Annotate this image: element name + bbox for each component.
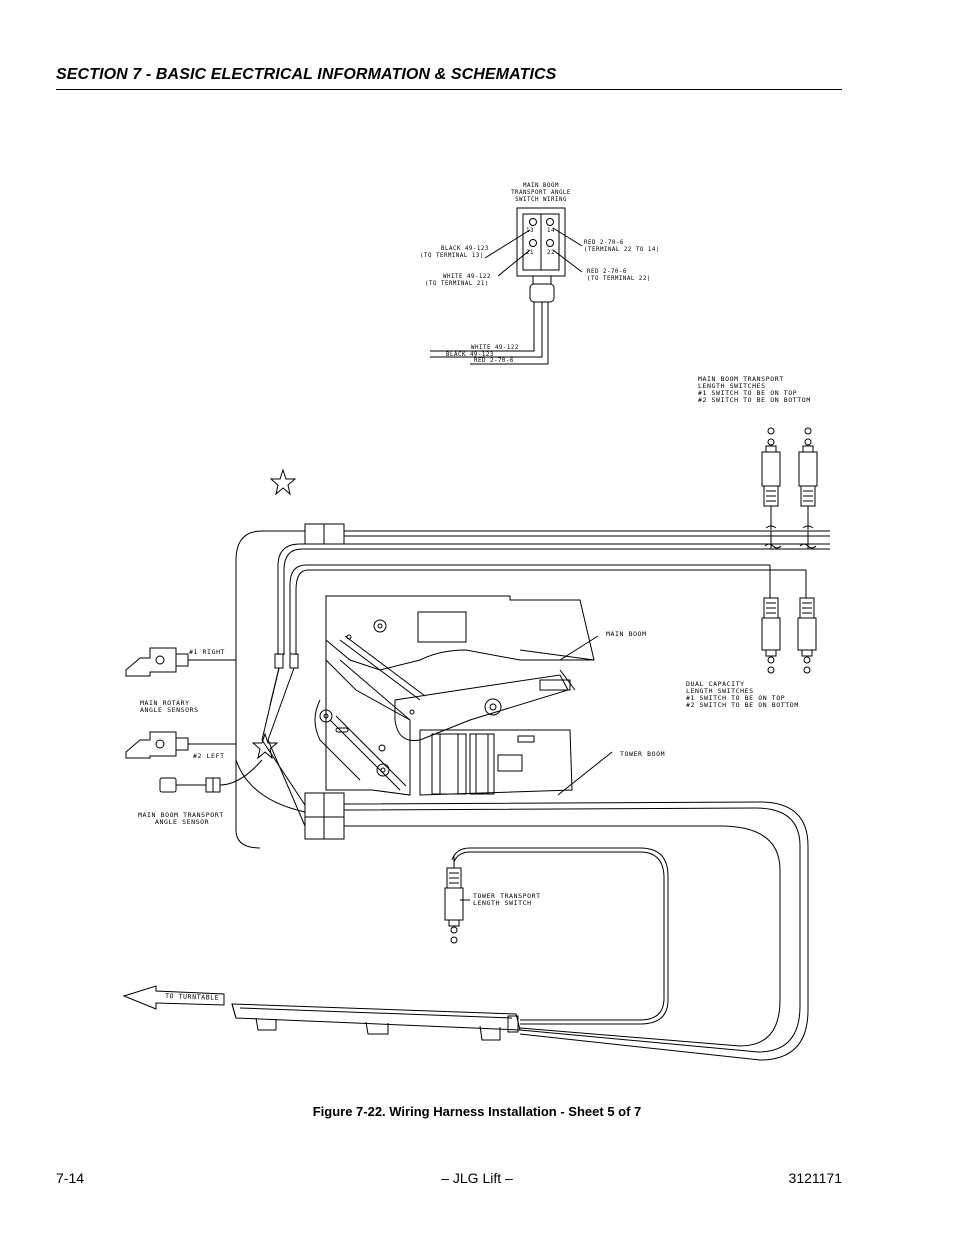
terminal-14: 14 <box>547 228 555 234</box>
switch-wiring-title-3: SWITCH WIRING <box>515 197 567 203</box>
tower-boom-label: TOWER BOOM <box>620 750 665 758</box>
white-wire-label-1: WHITE 49-122 <box>443 274 491 280</box>
footer-brand: – JLG Lift – <box>441 1170 513 1186</box>
red-wire-1-label-1: RED 2-70-6 <box>584 240 624 246</box>
transport-length-switch-2 <box>798 427 818 530</box>
dual-capacity-label-1: DUAL CAPACITY <box>686 680 745 688</box>
right-sensor-label: #1 RIGHT <box>189 648 225 656</box>
terminal-21: 21 <box>526 250 534 256</box>
main-boom-label: MAIN BOOM <box>606 630 647 638</box>
white-wire-label-2: (TO TERMINAL 21) <box>425 281 489 287</box>
lead-red-label: RED 2-70-6 <box>474 358 514 364</box>
tower-switch-label-1: TOWER TRANSPORT <box>473 892 541 900</box>
red-wire-2-label-1: RED 2-70-6 <box>587 269 627 275</box>
dual-capacity-switch-1 <box>761 565 781 674</box>
black-wire-label-1: BLACK 49-123 <box>441 246 489 252</box>
switch-wiring-title-2: TRANSPORT ANGLE <box>511 190 571 196</box>
section-title: SECTION 7 - BASIC ELECTRICAL INFORMATION… <box>56 66 557 83</box>
rotary-sensors-label-1: MAIN ROTARY <box>140 699 190 707</box>
arrow-left-icon <box>122 985 225 1010</box>
rotary-sensor-right <box>125 647 236 677</box>
transport-sensor-label-1: MAIN BOOM TRANSPORT <box>138 811 224 819</box>
angle-switch-detail <box>430 207 583 365</box>
header-divider <box>56 89 842 90</box>
dual-capacity-switch-2 <box>797 570 817 674</box>
boom-structure <box>314 595 613 796</box>
red-wire-2-label-2: (TO TERMINAL 22) <box>587 276 651 282</box>
diagram-labels: MAIN BOOM TRANSPORT ANGLE SWITCH WIRING … <box>138 183 811 1002</box>
left-sensor-label: #2 LEFT <box>193 752 225 760</box>
to-turntable-label: TO TURNTABLE <box>165 992 219 1002</box>
turntable-tray <box>231 1003 521 1041</box>
transport-switches-label-3: #1 SWITCH TO BE ON TOP <box>698 389 797 397</box>
document-number: 3121171 <box>788 1170 842 1186</box>
transport-sensor-label-2: ANGLE SENSOR <box>155 818 209 826</box>
lead-black-label: BLACK 49-123 <box>446 352 494 358</box>
dual-capacity-label-2: LENGTH SWITCHES <box>686 687 754 695</box>
black-wire-label-2: (TO TERMINAL 13) <box>420 253 484 259</box>
dual-capacity-label-4: #2 SWITCH TO BE ON BOTTOM <box>686 701 799 709</box>
tower-switch-label-2: LENGTH SWITCH <box>473 899 532 907</box>
star-icon <box>251 732 279 760</box>
transport-switches-label-2: LENGTH SWITCHES <box>698 382 766 390</box>
terminal-13: 13 <box>526 228 534 234</box>
upper-harness <box>235 523 830 849</box>
figure-caption: Figure 7-22. Wiring Harness Installation… <box>312 1104 642 1119</box>
lower-harness <box>235 739 809 1061</box>
rotary-sensors-label-2: ANGLE SENSORS <box>140 706 199 714</box>
page-number: 7-14 <box>56 1170 85 1186</box>
lead-white-label: WHITE 49-122 <box>471 345 519 351</box>
transport-length-switch-1 <box>761 427 781 530</box>
terminal-22: 22 <box>547 250 555 256</box>
dual-capacity-label-3: #1 SWITCH TO BE ON TOP <box>686 694 785 702</box>
red-wire-1-label-2: (TERMINAL 22 TO 14) <box>584 247 660 253</box>
transport-switches-label-1: MAIN BOOM TRANSPORT <box>698 375 784 383</box>
switch-wiring-title-1: MAIN BOOM <box>523 183 559 189</box>
transport-angle-sensor <box>159 759 263 793</box>
tower-transport-switch <box>444 856 470 944</box>
star-icon <box>269 468 297 496</box>
rotary-sensor-left <box>125 731 236 759</box>
transport-switches-label-4: #2 SWITCH TO BE ON BOTTOM <box>698 396 811 404</box>
